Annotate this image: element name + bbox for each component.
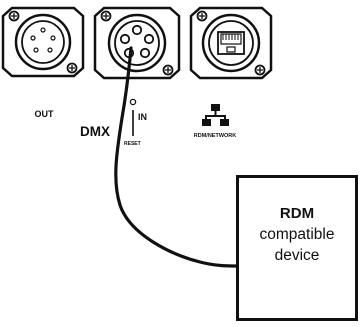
rdm-device-box: RDM compatible device <box>236 175 358 321</box>
in-label: IN <box>138 112 147 122</box>
device-line-1: compatible <box>259 226 335 243</box>
dmx-label: DMX <box>80 124 110 139</box>
network-icon <box>202 104 229 126</box>
device-title: RDM <box>279 205 315 222</box>
xlr-in-connector <box>93 6 181 80</box>
xlr-out-connector <box>1 6 85 78</box>
rdm-network-label: RDM/NETWORK <box>194 133 236 139</box>
reset-button-icon <box>129 98 137 106</box>
rj45-network-connector <box>189 6 273 80</box>
dmx-cable <box>114 46 240 268</box>
reset-label: RESET <box>124 141 141 147</box>
out-label: OUT <box>35 109 55 119</box>
device-line-2: device <box>274 247 320 264</box>
